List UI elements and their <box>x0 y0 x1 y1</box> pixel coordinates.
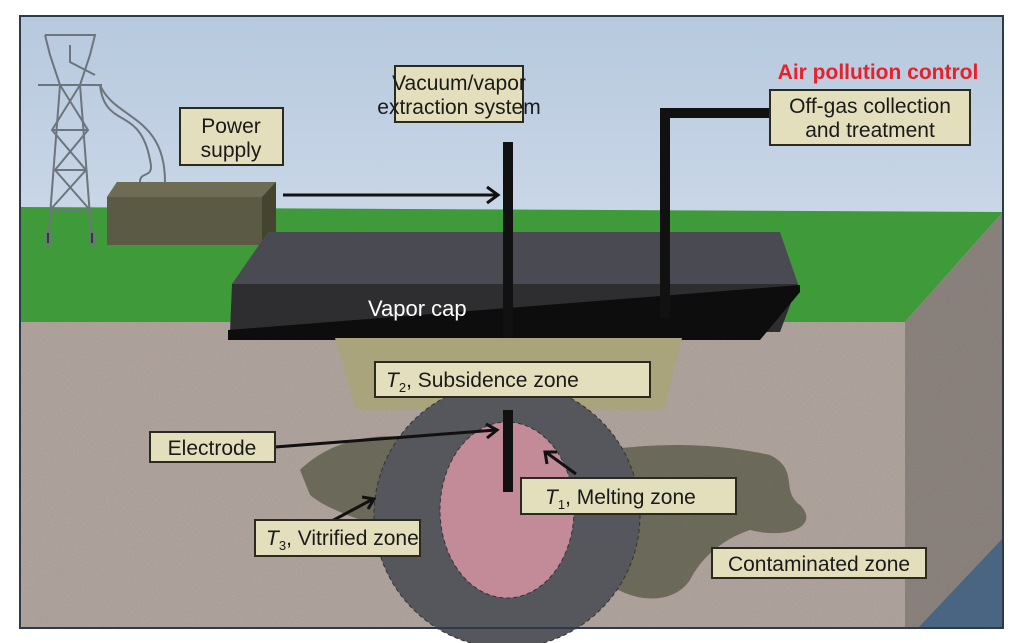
electrode-label-text: Electrode <box>168 437 257 460</box>
contaminated-zone-label: Contaminated zone <box>711 547 927 579</box>
groundwater <box>918 538 1003 628</box>
power-arrow <box>283 185 501 205</box>
power-supply-label: Power supply <box>179 107 284 166</box>
svg-text:T3, Vitrified zone: T3, Vitrified zone <box>266 527 419 553</box>
vitrified-sub: 3 <box>279 538 286 553</box>
melting-arrow <box>543 450 577 476</box>
melting-sub: 1 <box>558 497 565 512</box>
power-tower-icon <box>38 34 166 245</box>
vacuum-label-line1: Vacuum/vapor <box>392 72 526 95</box>
subsidence-var: T <box>386 369 401 392</box>
vacuum-extraction-label: Vacuum/vapor extraction system <box>377 65 541 123</box>
off-gas-label-line1: Off-gas collection <box>789 95 951 118</box>
air-pollution-control-heading: Air pollution control <box>778 61 979 84</box>
melting-text: , Melting zone <box>565 486 696 509</box>
off-gas-pipe <box>660 108 772 318</box>
vitrified-text: , Vitrified zone <box>286 527 419 550</box>
melting-zone-label: T1, Melting zone <box>520 477 737 515</box>
electrode-arrow <box>274 422 500 449</box>
power-label-line2: supply <box>201 139 262 162</box>
extraction-pipe <box>503 142 513 338</box>
power-supply-unit <box>107 182 276 245</box>
diagram-frame <box>19 15 1004 629</box>
soil-side-face <box>905 212 1003 628</box>
vapor-cap-label: Vapor cap <box>368 296 467 321</box>
vitrified-zone-label: T3, Vitrified zone <box>254 519 421 557</box>
contaminated-label-text: Contaminated zone <box>728 553 910 576</box>
svg-text:T1, Melting zone: T1, Melting zone <box>545 486 696 512</box>
subsidence-text: , Subsidence zone <box>406 369 579 392</box>
off-gas-label-line2: and treatment <box>805 119 935 142</box>
electrode <box>503 410 513 492</box>
svg-text:T2, Subsidence zone: T2, Subsidence zone <box>386 369 579 395</box>
vapor-cap: Vapor cap <box>228 232 800 340</box>
subsidence-sub: 2 <box>399 380 406 395</box>
power-label-line1: Power <box>201 115 261 138</box>
vitrified-var: T <box>266 527 281 550</box>
off-gas-label: Off-gas collection and treatment <box>769 89 971 146</box>
melting-var: T <box>545 486 560 509</box>
vitrified-arrow <box>329 495 377 524</box>
electrode-label: Electrode <box>149 431 276 463</box>
vacuum-label-line2: extraction system <box>377 96 540 119</box>
subsidence-label: T2, Subsidence zone <box>374 361 651 398</box>
